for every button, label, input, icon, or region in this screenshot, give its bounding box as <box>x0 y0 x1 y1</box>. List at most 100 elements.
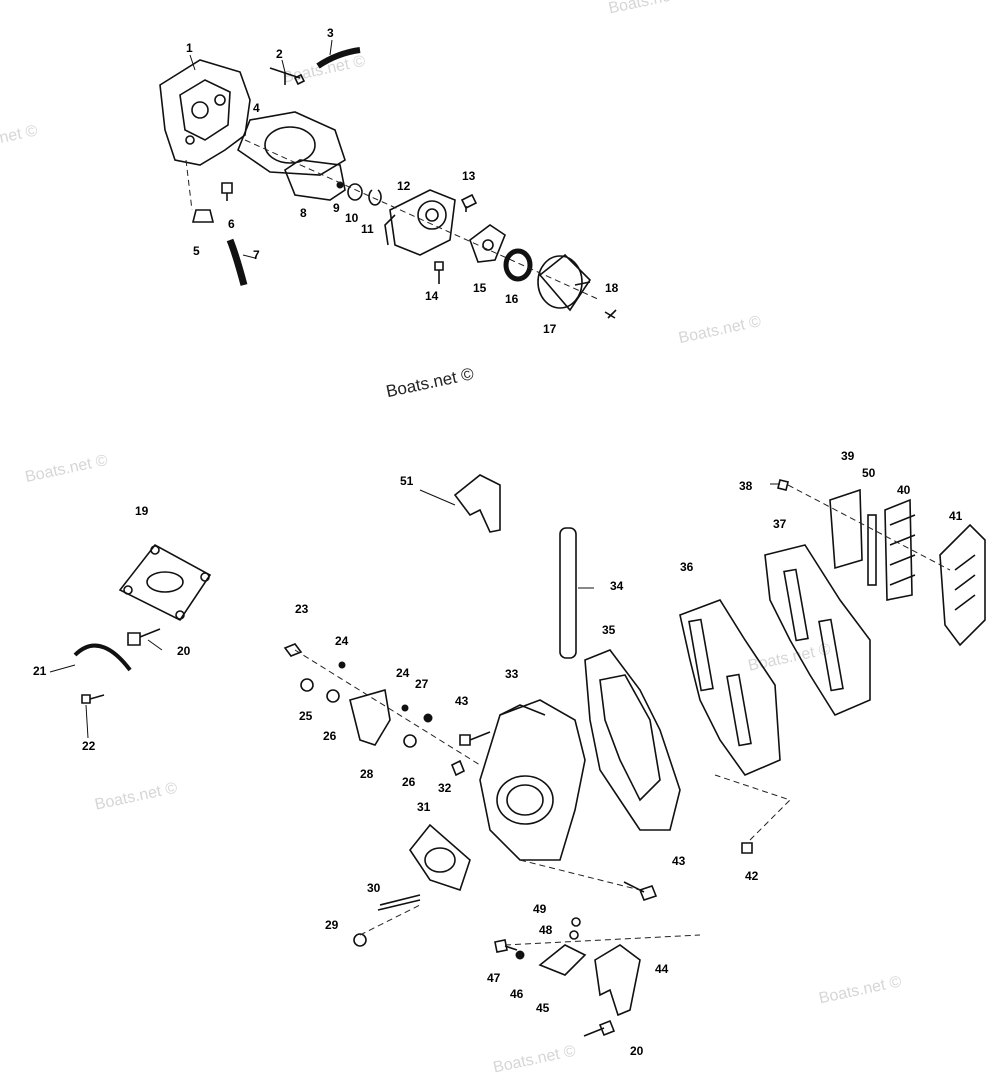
nut <box>300 678 314 692</box>
watermark: Boats.net © <box>24 452 110 486</box>
hose <box>316 47 361 69</box>
callout-label: 5 <box>193 244 200 258</box>
callout-label: 22 <box>82 739 96 753</box>
callout-label: 8 <box>300 206 307 220</box>
screw <box>741 842 753 854</box>
fitting <box>221 182 233 201</box>
callout-label: 19 <box>135 504 149 518</box>
callout-label: 15 <box>473 281 487 295</box>
callout-label: 13 <box>462 169 476 183</box>
clamp-bracket <box>538 944 587 976</box>
hose <box>226 238 248 286</box>
callout-label: 23 <box>295 602 309 616</box>
callout-label: 10 <box>345 211 359 225</box>
watermark: Boats.net © <box>747 641 833 675</box>
callout-label: 20 <box>177 644 191 658</box>
callout-label: 14 <box>425 289 439 303</box>
bolt <box>127 628 161 646</box>
intake-manifold <box>479 699 586 861</box>
callout-labels: 1 2 3 4 5 6 7 8 9 10 11 12 13 14 15 16 1… <box>33 26 963 1058</box>
callout-label: 43 <box>455 694 469 708</box>
leader-lines <box>49 39 780 739</box>
callout-label: 40 <box>897 483 911 497</box>
callout-label: 1 <box>186 41 193 55</box>
callout-label: 16 <box>505 292 519 306</box>
callout-label: 41 <box>949 509 963 523</box>
shaft <box>377 894 421 911</box>
callout-label: 49 <box>533 902 547 916</box>
callout-label: 9 <box>333 201 340 215</box>
washer <box>571 917 581 927</box>
throttle-cam <box>349 688 391 746</box>
gasket <box>409 823 471 892</box>
callout-label: 34 <box>610 579 624 593</box>
watermark: Boats.net © <box>281 53 367 87</box>
reed-petals <box>884 498 916 601</box>
screw <box>777 479 789 491</box>
callout-label: 2 <box>276 47 283 61</box>
callout-label: 42 <box>745 869 759 883</box>
callout-label: 28 <box>360 767 374 781</box>
screw <box>494 939 518 953</box>
gasket <box>679 599 781 776</box>
spring-clip <box>368 189 382 206</box>
callout-label: 36 <box>680 560 694 574</box>
bracket <box>453 474 501 533</box>
tube <box>559 527 577 659</box>
lever-bracket <box>594 944 641 1017</box>
callout-label: 24 <box>335 634 349 648</box>
bolt <box>583 1019 616 1037</box>
intake-assembly <box>419 474 986 1037</box>
watermark: Boats.net © <box>677 313 763 347</box>
callout-label: 21 <box>33 664 47 678</box>
callout-label: 26 <box>402 775 416 789</box>
callout-label: 45 <box>536 1001 550 1015</box>
washer <box>401 704 409 712</box>
assembly-line <box>787 484 951 571</box>
callout-label: 17 <box>543 322 557 336</box>
fitting <box>269 67 306 86</box>
callout-label: 3 <box>327 26 334 40</box>
diaphragm <box>469 224 506 263</box>
watermark: Boats.net © <box>93 780 179 814</box>
callout-label: 26 <box>323 729 337 743</box>
screw <box>459 731 491 746</box>
callout-label: 43 <box>672 854 686 868</box>
washer <box>326 689 340 703</box>
callout-label: 51 <box>400 474 414 488</box>
reed-plate <box>829 488 863 570</box>
callout-label: 20 <box>630 1044 644 1058</box>
washer <box>515 950 525 960</box>
assembly-line <box>504 934 701 946</box>
callout-label: 32 <box>438 781 452 795</box>
linkage-screw <box>283 643 303 657</box>
screw <box>434 261 444 284</box>
callout-label: 25 <box>299 709 313 723</box>
assembly-line <box>244 139 601 301</box>
callout-label: 38 <box>739 479 753 493</box>
screw <box>623 881 658 901</box>
washer <box>403 734 417 748</box>
plate <box>284 159 346 201</box>
callout-label: 4 <box>253 101 260 115</box>
assembly-line <box>359 904 421 936</box>
assembly-line <box>714 774 791 841</box>
watermark-main: Boats.net © <box>384 364 476 401</box>
reed-block <box>939 523 986 647</box>
seal <box>347 183 363 201</box>
callout-label: 6 <box>228 217 235 231</box>
nut <box>569 930 579 940</box>
callout-label: 35 <box>602 623 616 637</box>
callout-label: 33 <box>505 667 519 681</box>
callout-label: 29 <box>325 918 339 932</box>
nut <box>353 933 367 947</box>
callout-label: 37 <box>773 517 787 531</box>
fuel-fitting <box>191 209 215 223</box>
callout-label: 18 <box>605 281 619 295</box>
callout-label: 12 <box>397 179 411 193</box>
upper-assembly <box>159 47 617 319</box>
watermark-layer: Boats.net © Boats.net © Boats.net © Boat… <box>0 0 903 1077</box>
gasket <box>584 649 681 831</box>
screw <box>81 694 105 704</box>
